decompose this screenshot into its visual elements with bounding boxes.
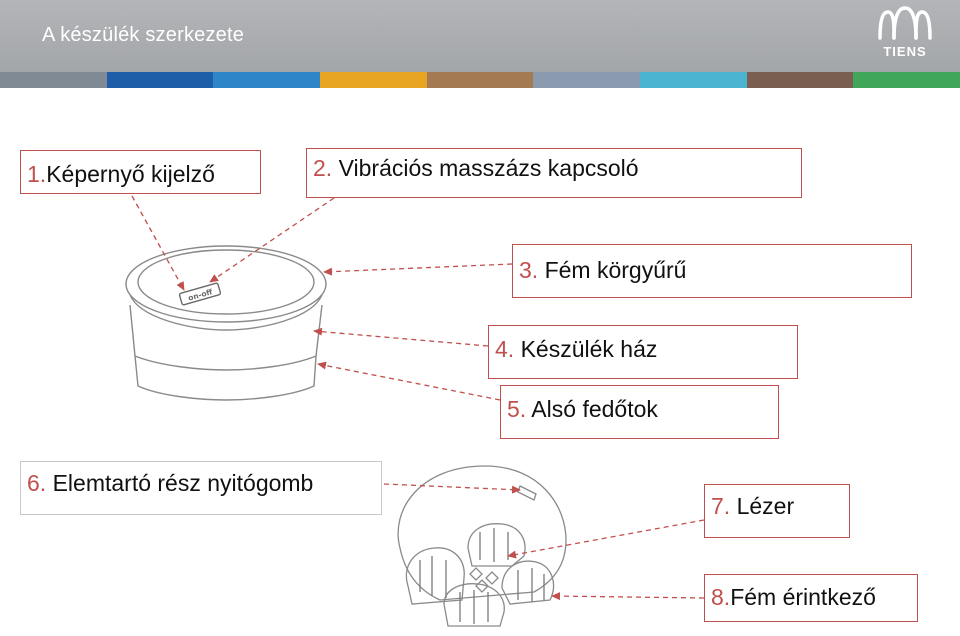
label-number: 4. — [495, 336, 515, 362]
device-switch: on-off — [178, 282, 222, 306]
label-6-battery-button: 6. Elemtartó rész nyitógomb — [20, 461, 382, 515]
tiens-logo: TIENS — [872, 4, 938, 66]
logo-text: TIENS — [883, 44, 927, 59]
label-number: 3. — [519, 257, 539, 283]
leader-line-2 — [209, 197, 335, 283]
label-5-lower-cover: 5. Alsó fedőtok — [500, 385, 779, 439]
stripe-segment-5 — [426, 72, 534, 88]
header-bar: A készülék szerkezete TIENS — [0, 0, 960, 72]
device-display — [137, 249, 315, 315]
label-4-housing: 4. Készülék ház — [488, 325, 798, 379]
label-text: Lézer — [730, 493, 795, 519]
stripe-segment-1 — [0, 72, 107, 88]
leader-line-8 — [551, 592, 705, 601]
label-number: 8. — [711, 584, 731, 610]
device-top-illustration: on-off — [125, 245, 327, 401]
device-bottom-illustration — [397, 465, 567, 627]
label-number: 6. — [27, 470, 47, 496]
label-number: 5. — [507, 396, 527, 422]
label-number: 7. — [711, 493, 731, 519]
leader-lines — [131, 195, 705, 601]
stripe-segment-6 — [533, 72, 641, 88]
battery-cover — [397, 465, 567, 601]
leader-line-4 — [313, 327, 489, 347]
label-text: Készülék ház — [514, 336, 658, 362]
color-stripe — [0, 72, 960, 88]
label-number: 1. — [27, 161, 47, 187]
label-1-display: 1.Képernyő kijelző — [20, 150, 261, 194]
leader-line-6 — [383, 483, 521, 494]
stripe-segment-2 — [106, 72, 214, 88]
laser-diamonds — [469, 567, 499, 593]
label-number: 2. — [313, 155, 333, 181]
device-metal-ring — [125, 245, 327, 323]
label-text: Fém érintkező — [730, 584, 876, 610]
leader-line-7 — [507, 519, 705, 559]
label-text: Elemtartó rész nyitógomb — [46, 470, 314, 496]
label-7-laser: 7. Lézer — [704, 484, 850, 538]
stripe-segment-7 — [640, 72, 747, 88]
page-title: A készülék szerkezete — [42, 24, 245, 46]
label-3-metal-ring: 3. Fém körgyűrű — [512, 244, 912, 298]
label-2-vibration-switch: 2. Vibrációs masszázs kapcsoló — [306, 148, 802, 198]
label-text: Alsó fedőtok — [526, 396, 658, 422]
stripe-segment-9 — [853, 72, 960, 88]
stripe-segment-4 — [320, 72, 427, 88]
stripe-segment-8 — [746, 72, 854, 88]
leader-line-3 — [323, 263, 513, 276]
leader-line-5 — [317, 361, 501, 401]
device-lower-cover — [134, 355, 317, 401]
label-text: Vibrációs masszázs kapcsoló — [332, 155, 639, 181]
stripe-segment-3 — [213, 72, 321, 88]
label-8-metal-contact: 8.Fém érintkező — [704, 574, 918, 622]
label-text: Képernyő kijelző — [46, 161, 215, 187]
device-housing — [129, 304, 323, 371]
device-cover-edge — [129, 294, 323, 331]
label-text: Fém körgyűrű — [538, 257, 687, 283]
tiens-logo-icon — [878, 6, 932, 40]
